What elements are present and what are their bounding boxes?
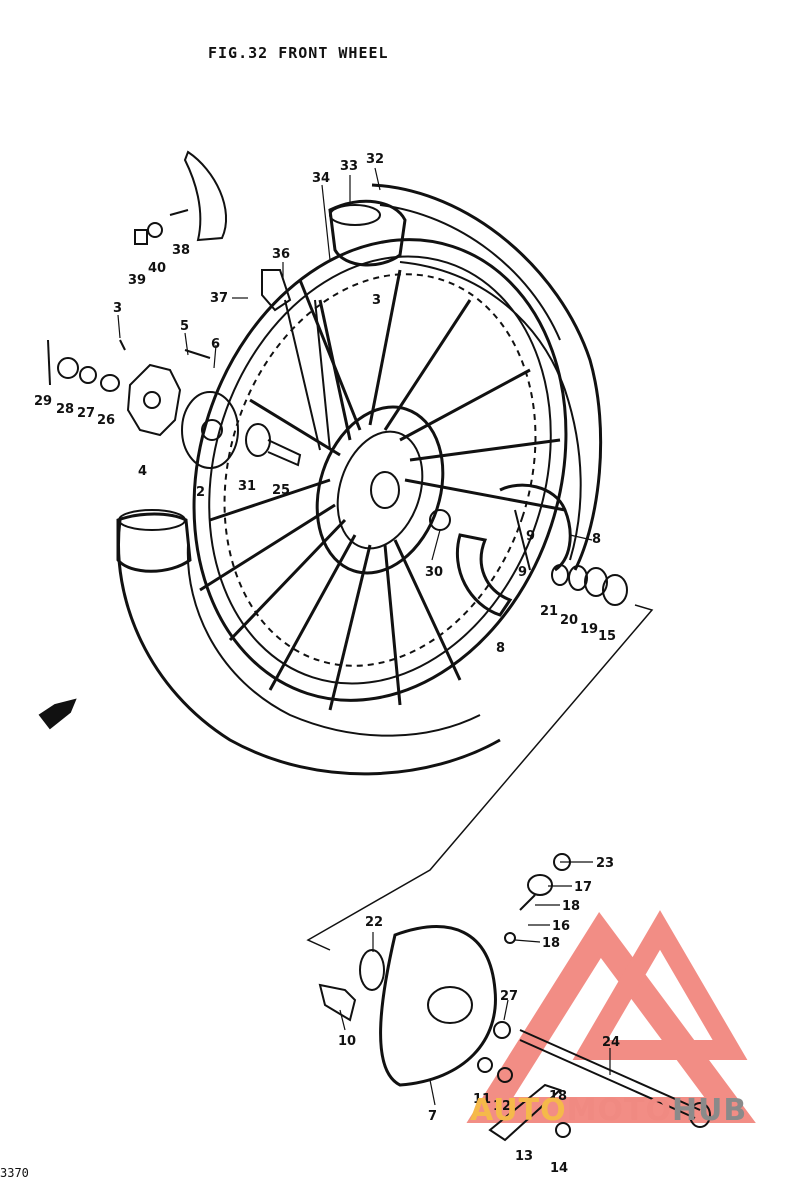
corner-code: 3370	[0, 1166, 29, 1180]
wheel-spokes	[199, 269, 566, 711]
right-spacers	[551, 564, 628, 606]
callout-c23: 23	[596, 856, 614, 871]
callout-c18b: 18	[542, 936, 560, 951]
leader-frame	[306, 604, 654, 951]
callout-c16: 16	[552, 919, 570, 934]
callout-c27a: 27	[77, 406, 95, 421]
callout-c17: 17	[574, 880, 592, 895]
callout-c29: 29	[34, 394, 52, 409]
callout-c12: 12	[493, 1099, 511, 1114]
watermark-part-moto: MOTO	[566, 1093, 672, 1128]
speedometer-cable	[261, 269, 331, 451]
fender-upper	[328, 183, 603, 571]
callout-c8b: 8	[496, 641, 505, 656]
callout-c26: 26	[97, 413, 115, 428]
watermark-part-auto: AUTO	[470, 1093, 567, 1128]
callout-c19: 19	[580, 622, 598, 637]
callout-c25: 25	[272, 483, 290, 498]
figure-title: FIG.32 FRONT WHEEL	[208, 44, 389, 62]
callout-c5: 5	[180, 319, 189, 334]
watermark-logo	[466, 910, 756, 1123]
callout-c31: 31	[238, 479, 256, 494]
callout-c33: 33	[340, 159, 358, 174]
wheel-hub	[315, 405, 445, 575]
wheel-rim	[192, 238, 568, 702]
callout-c21: 21	[540, 604, 558, 619]
callout-c38: 38	[172, 243, 190, 258]
callout-c11: 11	[473, 1092, 491, 1107]
callout-c28: 28	[56, 402, 74, 417]
callout-c10: 10	[338, 1034, 356, 1049]
brake-shoes	[429, 483, 572, 617]
watermark-text: AUTOMOTOHUB	[470, 1093, 747, 1128]
callout-c3a: 3	[113, 301, 122, 316]
callout-c37: 37	[210, 291, 228, 306]
speedometer-gear-assembly	[47, 339, 302, 469]
callout-c34: 34	[312, 171, 330, 186]
callout-c14: 14	[550, 1161, 568, 1176]
disc-guard	[134, 150, 227, 245]
callout-c9a: 9	[526, 529, 535, 544]
callout-c22: 22	[365, 915, 383, 930]
callout-c20: 20	[560, 613, 578, 628]
callout-c2: 2	[196, 485, 205, 500]
callout-c13: 13	[515, 1149, 533, 1164]
front-direction-arrow-icon	[38, 698, 77, 730]
callout-c9b: 9	[518, 565, 527, 580]
callout-c40: 40	[148, 261, 166, 276]
callout-c15: 15	[598, 629, 616, 644]
callout-c7: 7	[428, 1109, 437, 1124]
callout-c39: 39	[128, 273, 146, 288]
callout-c36: 36	[272, 247, 290, 262]
callout-c27b: 27	[500, 989, 518, 1004]
callout-c30: 30	[425, 565, 443, 580]
callout-c6: 6	[211, 337, 220, 352]
callout-c8a: 8	[592, 532, 601, 547]
callout-c4: 4	[138, 464, 147, 479]
leader-lines	[117, 167, 611, 1106]
brake-panel	[318, 853, 711, 1142]
callout-c3b: 3	[372, 293, 381, 308]
callout-c32: 32	[366, 152, 384, 167]
callout-c24: 24	[602, 1035, 620, 1050]
watermark-part-hub: HUB	[671, 1093, 748, 1128]
callout-c18a: 18	[562, 899, 580, 914]
callout-c18c: 18	[549, 1089, 567, 1104]
fender-lower	[116, 509, 501, 776]
